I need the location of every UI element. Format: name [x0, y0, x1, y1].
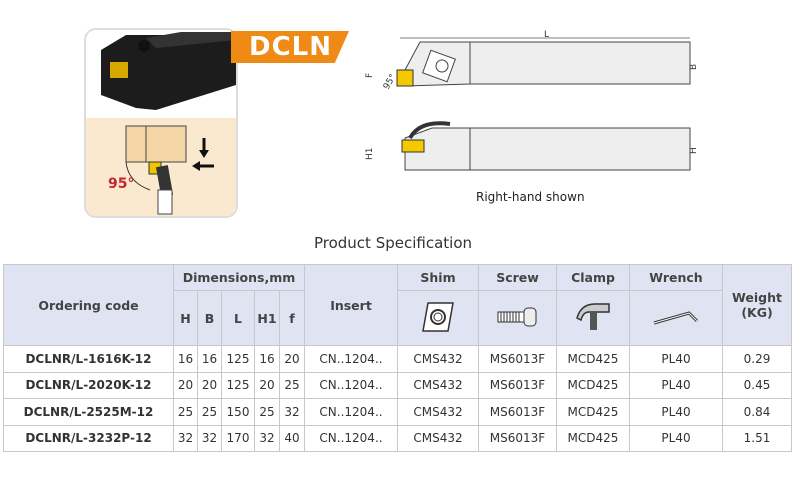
cell-weight: 0.84 [722, 398, 792, 426]
cell-h: 32 [173, 424, 198, 452]
header-h1: H1 [254, 290, 280, 346]
header-insert: Insert [304, 264, 398, 346]
cell-h1: 25 [254, 398, 280, 426]
cell-f: 32 [279, 398, 305, 426]
cell-h1: 16 [254, 345, 280, 373]
header-b: B [197, 290, 222, 346]
cell-weight: 0.45 [722, 371, 792, 399]
cell-l: 150 [221, 398, 255, 426]
technical-drawing: L 95° F B H1 H [365, 30, 699, 171]
cell-code: DCLNR/L-2020K-12 [3, 371, 174, 399]
header-dimensions: Dimensions,mm [173, 264, 305, 291]
angle-label: 95° [108, 176, 134, 192]
cell-insert: CN..1204.. [304, 398, 398, 426]
cell-shim: CMS432 [397, 398, 479, 426]
cell-clamp: MCD425 [556, 424, 630, 452]
header-clamp: Clamp [556, 264, 630, 291]
cell-shim: CMS432 [397, 371, 479, 399]
wrench-icon [629, 290, 723, 346]
cutting-diagram: 95° [108, 125, 214, 215]
product-image-card: 95° [84, 28, 238, 218]
cell-l: 125 [221, 371, 255, 399]
cell-clamp: MCD425 [556, 398, 630, 426]
cell-weight: 1.51 [722, 424, 792, 452]
cell-code: DCLNR/L-3232P-12 [3, 424, 174, 452]
svg-text:95°: 95° [382, 73, 399, 92]
cell-b: 20 [197, 371, 222, 399]
cell-screw: MS6013F [478, 424, 557, 452]
cell-h1: 32 [254, 424, 280, 452]
header-screw: Screw [478, 264, 557, 291]
cell-insert: CN..1204.. [304, 424, 398, 452]
cell-f: 40 [279, 424, 305, 452]
cell-weight: 0.29 [722, 345, 792, 373]
svg-text:L: L [544, 30, 549, 40]
cell-wrench: PL40 [629, 398, 723, 426]
cell-screw: MS6013F [478, 345, 557, 373]
screw-icon [478, 290, 557, 346]
svg-text:H1: H1 [365, 148, 375, 161]
cell-code: DCLNR/L-2525M-12 [3, 398, 174, 426]
header-h: H [173, 290, 198, 346]
cell-shim: CMS432 [397, 345, 479, 373]
cell-insert: CN..1204.. [304, 371, 398, 399]
cell-wrench: PL40 [629, 371, 723, 399]
cell-clamp: MCD425 [556, 345, 630, 373]
header-weight: Weight (KG) [722, 264, 792, 346]
cell-screw: MS6013F [478, 371, 557, 399]
cell-b: 16 [197, 345, 222, 373]
header-wrench: Wrench [629, 264, 723, 291]
cell-wrench: PL40 [629, 345, 723, 373]
header-ordering-code: Ordering code [3, 264, 174, 346]
section-title: Product Specification [313, 234, 473, 252]
cell-l: 170 [221, 424, 255, 452]
shim-icon [397, 290, 479, 346]
cell-insert: CN..1204.. [304, 345, 398, 373]
cell-f: 25 [279, 371, 305, 399]
cell-wrench: PL40 [629, 424, 723, 452]
cell-h1: 20 [254, 371, 280, 399]
cell-b: 25 [197, 398, 222, 426]
cell-h: 16 [173, 345, 198, 373]
svg-text:B: B [689, 64, 699, 70]
right-hand-note: Right-hand shown [476, 190, 585, 204]
tool-holder-photo [101, 32, 236, 110]
cell-shim: CMS432 [397, 424, 479, 452]
svg-text:F: F [365, 73, 375, 78]
header-l: L [221, 290, 255, 346]
cell-b: 32 [197, 424, 222, 452]
specification-table: Ordering code Dimensions,mm Insert Shim … [3, 264, 792, 452]
header-shim: Shim [397, 264, 479, 291]
cell-f: 20 [279, 345, 305, 373]
cell-h: 20 [173, 371, 198, 399]
cell-code: DCLNR/L-1616K-12 [3, 345, 174, 373]
cell-h: 25 [173, 398, 198, 426]
header-f: f [279, 290, 305, 346]
clamp-icon [556, 290, 630, 346]
cell-l: 125 [221, 345, 255, 373]
cell-screw: MS6013F [478, 398, 557, 426]
cell-clamp: MCD425 [556, 371, 630, 399]
product-badge: DCLN [231, 31, 349, 63]
svg-text:H: H [689, 147, 699, 154]
